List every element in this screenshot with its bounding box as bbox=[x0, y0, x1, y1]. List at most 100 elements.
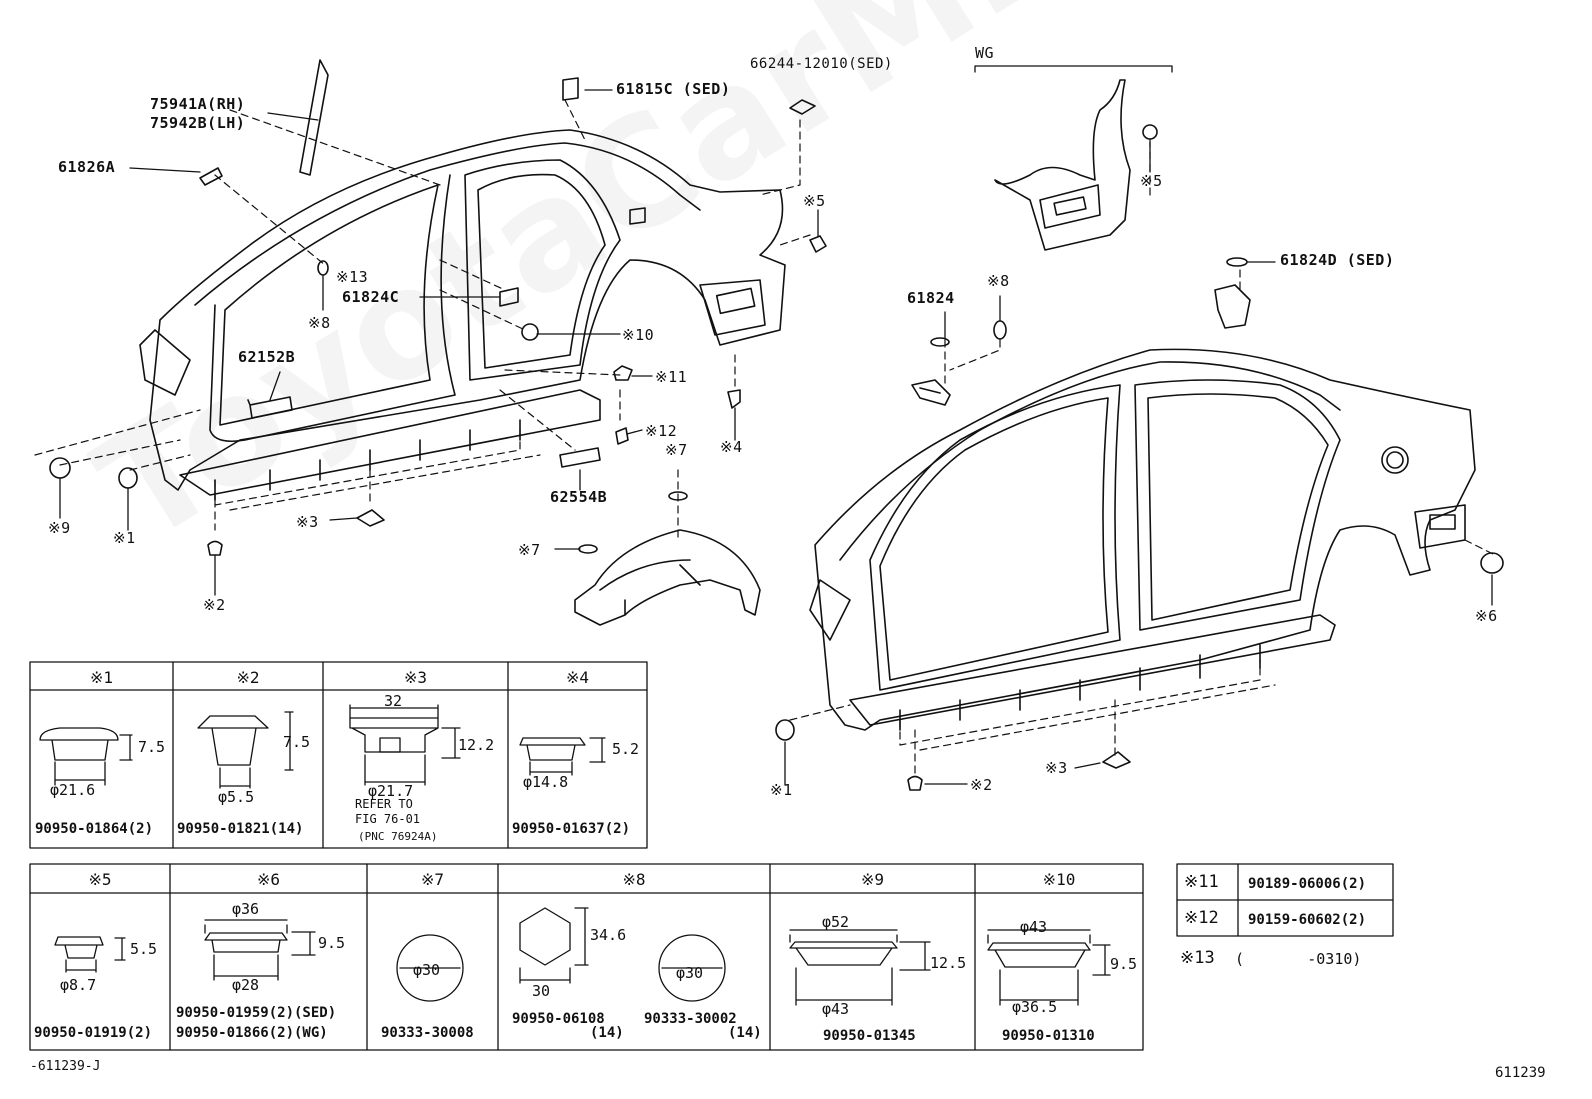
dim-4-dia: φ14.8 bbox=[523, 773, 569, 791]
table3-mark-11: ※11 bbox=[1184, 872, 1219, 892]
note-3-line1: REFER TO bbox=[355, 797, 413, 811]
footer-right-code: 611239 bbox=[1495, 1065, 1546, 1081]
dim-2-height: 7.5 bbox=[283, 733, 311, 751]
dim-5-height: 5.5 bbox=[130, 940, 158, 958]
plug-1 bbox=[118, 467, 138, 489]
plug-4 bbox=[727, 389, 741, 409]
hole-plug-7b bbox=[578, 544, 598, 554]
fastener-table-1 bbox=[29, 661, 648, 849]
dim-9-inner: φ43 bbox=[822, 1000, 850, 1018]
marker-8b: ※8 bbox=[987, 272, 1010, 290]
dim-10-height: 9.5 bbox=[1110, 955, 1138, 973]
part-8a-qty: (14) bbox=[590, 1025, 624, 1041]
marker-4: ※4 bbox=[720, 438, 743, 456]
left-leaders bbox=[34, 99, 811, 541]
part-8a: 90950-06108 bbox=[512, 1011, 605, 1027]
part-10: 90950-01310 bbox=[1002, 1028, 1095, 1044]
part-11: 90189-06006(2) bbox=[1248, 876, 1367, 892]
nut-11 bbox=[613, 365, 633, 381]
footer-left-code: -611239-J bbox=[30, 1059, 101, 1074]
table3-mark-13: ※13 bbox=[1180, 948, 1215, 968]
callout-61815c: 61815C (SED) bbox=[616, 80, 731, 98]
hole-plug-7 bbox=[668, 491, 688, 501]
callout-62152b: 62152B bbox=[238, 348, 296, 366]
part-5: 90950-01919(2) bbox=[34, 1025, 153, 1041]
callout-61824d: 61824D (SED) bbox=[1280, 251, 1395, 269]
clip-10 bbox=[521, 323, 539, 341]
marker-12: ※12 bbox=[645, 422, 678, 440]
dim-8-width: 30 bbox=[532, 982, 551, 1000]
wg-inset bbox=[974, 65, 1173, 251]
callout-61824: 61824 bbox=[907, 289, 955, 307]
fastener-table-3 bbox=[1176, 863, 1394, 937]
callout-61826a: 61826A bbox=[58, 158, 116, 176]
plug-61826a bbox=[199, 167, 223, 186]
table1-head-1: ※1 bbox=[89, 668, 114, 687]
marker-1b: ※1 bbox=[770, 781, 793, 799]
part-6-sed: 90950-01959(2)(SED) bbox=[176, 1005, 337, 1021]
pad-61824c bbox=[499, 287, 519, 307]
part-1: 90950-01864(2) bbox=[35, 821, 154, 837]
marker-3: ※3 bbox=[296, 513, 319, 531]
marker-3b: ※3 bbox=[1045, 759, 1068, 777]
marker-10: ※10 bbox=[622, 326, 655, 344]
callout-75942b: 75942B(LH) bbox=[150, 114, 246, 132]
marker-2: ※2 bbox=[203, 596, 226, 614]
fastener-table-2 bbox=[29, 863, 1144, 1051]
callout-62554b: 62554B bbox=[550, 488, 608, 506]
marker-9: ※9 bbox=[48, 519, 71, 537]
dim-3-dia: φ21.7 bbox=[368, 782, 414, 800]
wheel-house-liner bbox=[574, 529, 761, 626]
marker-5: ※5 bbox=[803, 192, 826, 210]
dim-1-height: 7.5 bbox=[138, 738, 166, 756]
dim-9-outer: φ52 bbox=[822, 913, 850, 931]
dim-2-dia: φ5.5 bbox=[218, 788, 255, 806]
dim-7-dia: φ30 bbox=[413, 961, 441, 979]
marker-8: ※8 bbox=[308, 314, 331, 332]
part-9: 90950-01345 bbox=[823, 1028, 916, 1044]
marker-6: ※6 bbox=[1475, 607, 1498, 625]
table2-head-7: ※7 bbox=[420, 870, 445, 889]
left-fasteners bbox=[49, 59, 827, 556]
dim-1-dia: φ21.6 bbox=[50, 781, 96, 799]
dim-6-outer: φ36 bbox=[232, 900, 260, 918]
silencer-62152b bbox=[247, 396, 293, 419]
table1-head-4: ※4 bbox=[565, 668, 590, 687]
dim-10-outer: φ43 bbox=[1020, 918, 1048, 936]
callout-75941a: 75941A(RH) bbox=[150, 95, 246, 113]
weatherstrip-75941a bbox=[299, 59, 329, 176]
dim-3-width: 32 bbox=[384, 692, 403, 710]
dim-5-dia: φ8.7 bbox=[60, 976, 97, 994]
dim-8-height: 34.6 bbox=[590, 926, 627, 944]
right-body-side-panel bbox=[809, 348, 1476, 731]
right-leaders bbox=[789, 139, 1496, 776]
plug-3 bbox=[356, 509, 385, 527]
callout-61824c: 61824C bbox=[342, 288, 400, 306]
note-3-line3: (PNC 76924A) bbox=[358, 830, 438, 843]
marker-7: ※7 bbox=[665, 441, 688, 459]
bolt-12 bbox=[615, 427, 629, 445]
marker-13: ※13 bbox=[336, 268, 369, 286]
right-fasteners bbox=[775, 124, 1504, 791]
part-8b-qty: (14) bbox=[728, 1025, 762, 1041]
hole-plug-13 bbox=[317, 260, 329, 276]
dim-6-inner: φ28 bbox=[232, 976, 260, 994]
plug-5 bbox=[809, 235, 827, 253]
marker-5b: ※5 bbox=[1140, 172, 1163, 190]
callout-wg: WG bbox=[975, 44, 995, 62]
plug-9 bbox=[49, 457, 71, 479]
part-2: 90950-01821(14) bbox=[177, 821, 304, 837]
marker-1: ※1 bbox=[113, 529, 136, 547]
table3-mark-12: ※12 bbox=[1184, 908, 1219, 928]
plug-2 bbox=[207, 540, 223, 556]
dim-8-dia: φ30 bbox=[676, 964, 704, 982]
left-body-side-panel bbox=[139, 129, 786, 501]
callout-66244: 66244-12010(SED) bbox=[750, 56, 893, 72]
table2-head-8: ※8 bbox=[622, 870, 646, 889]
table2-head-10: ※10 bbox=[1042, 870, 1076, 889]
marker-7b: ※7 bbox=[518, 541, 541, 559]
part-12: 90159-60602(2) bbox=[1248, 912, 1367, 928]
dim-6-height: 9.5 bbox=[318, 934, 346, 952]
part-6-wg: 90950-01866(2)(WG) bbox=[176, 1025, 328, 1041]
